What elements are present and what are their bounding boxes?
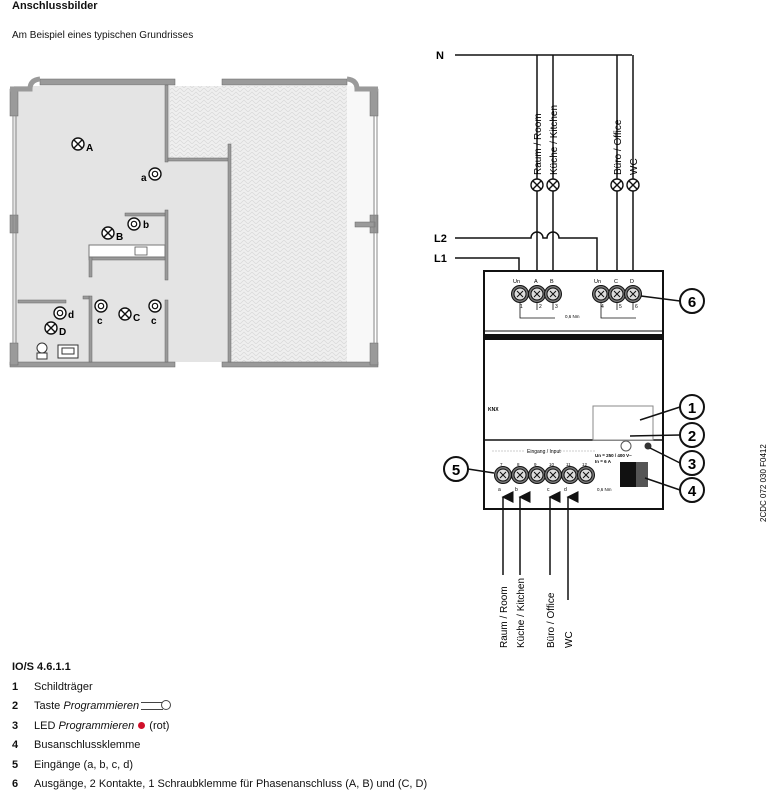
switch-icon [54,307,66,319]
bus-terminal [620,462,636,487]
lamp-icon [72,138,84,150]
n-label: N [436,50,444,62]
l2-label: L2 [434,233,447,245]
switch-icon [149,168,161,180]
svg-text:b: b [515,487,518,493]
document-code: 2CDC 072 030 F0412 [759,444,768,522]
svg-text:B: B [550,279,554,285]
callout-6: 6 [688,294,696,311]
svg-text:d: d [564,487,567,493]
svg-text:3: 3 [555,304,558,310]
output-label: Büro / Office [613,119,624,175]
l1-label: L1 [434,253,447,265]
program-button-icon [141,702,163,710]
svg-text:1: 1 [520,304,523,310]
svg-text:2: 2 [539,304,542,310]
switch-icon [128,218,140,230]
callout-2: 2 [688,428,696,445]
svg-text:A: A [534,279,538,285]
callout-3: 3 [688,456,696,473]
lamp-label: B [116,232,123,243]
lamp-label: A [86,143,93,154]
svg-text:Un: Un [513,279,520,285]
lamp-icon [547,179,559,191]
input-label: WC [564,631,575,648]
device: KNX Un A B Un C D 1 2 3 4 5 6 0,6 Nm Eingang… [484,271,663,509]
switch-label: c [97,316,103,327]
svg-text:5: 5 [619,304,622,310]
switch-label: b [143,220,149,231]
wiring [455,55,633,272]
svg-text:Un: Un [594,279,601,285]
output-label: Raum / Room [533,113,544,175]
lamp-label: C [133,313,140,324]
switch-label: a [141,173,147,184]
svg-text:4: 4 [601,304,604,310]
switch-label: c [151,316,157,327]
svg-text:In = 6 A: In = 6 A [595,459,612,464]
output-label: WC [629,158,640,175]
svg-text:Un = 250 / 400 V~: Un = 250 / 400 V~ [595,453,632,458]
input-wires [503,497,568,600]
svg-text:0,6 Nm: 0,6 Nm [597,487,612,492]
lamp-label: D [59,327,66,338]
label-carrier [593,406,653,440]
lamp-icon [119,308,131,320]
svg-text:D: D [630,279,634,285]
floor-plan: A B C D a b c c d [10,79,378,367]
lamp-icon [627,179,639,191]
lamp-icon [611,179,623,191]
program-button[interactable] [621,441,631,451]
knx-logo: KNX [488,407,499,413]
switch-label: d [68,310,74,321]
callout-5: 5 [452,462,460,479]
lamp-icon [531,179,543,191]
legend-heading: IO/S 4.6.1.1 [12,661,427,673]
output-label: Küche / Kitchen [549,105,560,175]
svg-text:Eingang / Input: Eingang / Input [527,449,561,455]
switch-icon [149,300,161,312]
svg-text:C: C [614,279,618,285]
lamp-icon [102,227,114,239]
svg-text:a: a [498,487,501,493]
led-icon [138,722,145,729]
svg-text:0,6 Nm: 0,6 Nm [565,314,580,319]
callout-4: 4 [688,483,697,500]
svg-text:6: 6 [635,304,638,310]
lamp-icon [45,322,57,334]
switch-icon [95,300,107,312]
callout-1: 1 [688,400,696,417]
input-label: Büro / Office [546,592,557,648]
input-label: Raum / Room [499,586,510,648]
input-label: Küche / Kitchen [516,578,527,648]
